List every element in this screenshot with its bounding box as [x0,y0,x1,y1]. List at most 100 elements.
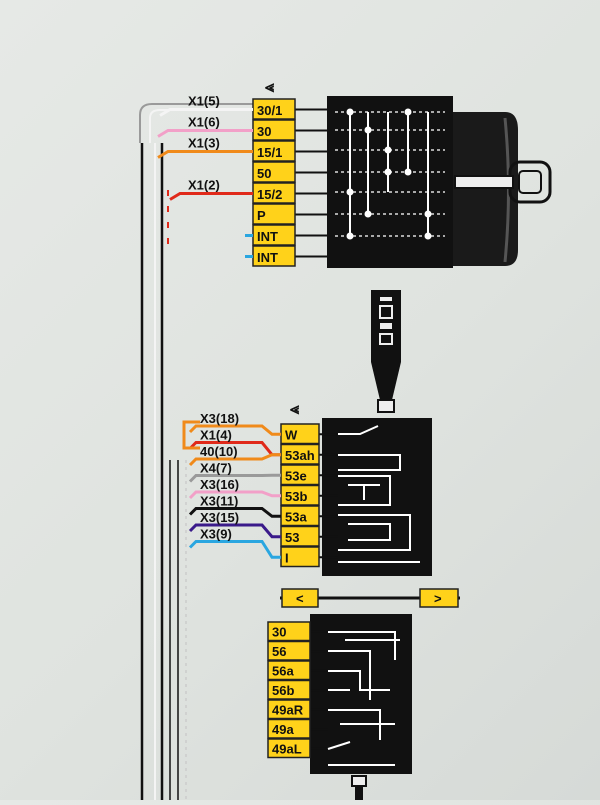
stalk-connector-label: X3(18) [200,411,239,426]
stalk-contact-path [338,475,391,506]
lower-terminal-49al [267,738,311,759]
lower-contacts [310,630,400,766]
stalk-connector-label: X3(16) [200,477,239,492]
ignition-contact-dot [384,146,392,154]
lower-terminal-label: 49aR [272,703,304,718]
key-icon [454,160,552,204]
right-arrow-tag [419,588,459,608]
ignition-contact-dot [424,232,432,240]
lower-terminal-label: 56 [272,644,286,659]
lower-terminal-label: 56b [272,683,294,698]
lower-terminal-30 [267,621,311,642]
stalk-connector-label: X3(11) [200,494,238,509]
ignition-terminal-label: INT [257,250,278,265]
lower-contact-path [328,670,390,691]
ignition-wire-x1-6 [157,129,253,138]
stalk-wire-x3-18 [188,424,281,436]
ignition-contact-dot [364,210,372,218]
ignition-switch: ⪡ 30/1 30 15/1 50 15/2P INT INT X1(5) X1(6) X1(3… [157,79,552,268]
stalk-terminal-label: 53 [285,530,299,545]
lower-terminal-56b [267,679,311,700]
stalk-wire-x3-15 [188,523,281,539]
lower-contact-path [328,709,381,740]
ignition-terminal-p [252,203,296,225]
ignition-contacts [295,108,445,258]
ignition-terminal-label: INT [257,229,278,244]
stalk-connector-label: X3(9) [200,527,232,542]
lower-switch-body [310,614,412,774]
lower-terminal-56 [267,640,311,661]
stalk-wire-x3-9 [188,540,281,559]
ignition-terminal-label: 15/2 [257,187,282,202]
stalk-contact-path [338,514,411,551]
ignition-terminal-label: P [257,208,266,223]
lower-switch: 30 56 56a 56b 49aR 49a 49aL [267,614,412,800]
ignition-wire-x1-5 [159,108,253,117]
stalk-connector-label: X4(7) [200,461,232,476]
ignition-wire-x1-3 [157,150,253,159]
ignition-terminal-label: 30 [257,124,271,139]
lower-contact-path [328,631,396,660]
ignition-contact-dot [404,108,412,116]
ignition-contact-dot [346,108,354,116]
stalk-terminal-label: 53a [285,510,307,525]
stalk-terminal-label: W [285,428,298,443]
stalk-contact-path [348,523,391,541]
vertical-bus-wires [139,103,255,800]
ignition-contact-dot [384,168,392,176]
stalk-symbol: ⪡ [289,401,299,418]
stalk-orange-loop [182,420,200,450]
ignition-wire-x1-2 [169,192,253,201]
ignition-contact-dot [404,168,412,176]
ignition-contact-dot [346,232,354,240]
stalk-contact-path [348,484,380,500]
stalk-contacts [319,425,420,563]
lower-terminal-label: 49aL [272,742,302,757]
lower-terminal-49ar [267,699,311,720]
stalk-terminal-label: 53b [285,489,307,504]
direction-bar: < > [280,588,460,608]
lower-terminal-label: 49a [272,722,294,737]
ignition-connector-label: X1(3) [188,136,220,151]
lower-terminal-56a [267,660,311,681]
stalk-connectors: X3(18)X1(4)40(10)X4(7)X3(16)X3(11)X3(15)… [182,411,281,559]
left-arrow-label: < [296,591,304,606]
ignition-connector-label: X1(5) [188,94,220,109]
ignition-contact-dot [364,126,372,134]
ignition-contact-dot [424,210,432,218]
stalk-connector-label: 40(10) [200,444,238,459]
ignition-connector-label: X1(6) [188,115,220,130]
stalk-wire-40-10 [188,453,281,467]
ignition-switch-body [327,96,453,268]
lower-terminal-block: 30 56 56a 56b 49aR 49a 49aL [267,621,311,759]
ignition-symbol: ⪡ [264,79,274,96]
ignition-terminal-label: 50 [257,166,271,181]
stalk-terminal-label: I [285,551,289,566]
right-arrow-label: > [434,591,442,606]
stalk-contact-path [338,454,401,471]
lower-contact-path [327,741,351,750]
lower-terminal-label: 30 [272,625,286,640]
stalk-wire-x3-16 [188,490,281,500]
lower-terminal-label: 56a [272,664,294,679]
ignition-terminal-50 [252,161,296,183]
stalk-connector-label: X3(15) [200,510,239,525]
stalk-terminal-label: 53ah [285,448,315,463]
ignition-connectors: X1(5) X1(6) X1(3) X1(2) [157,94,253,258]
ignition-terminal-label: 15/1 [257,145,282,160]
stalk-terminal-block: W 53ah 53e 53b 53a 53I [280,423,320,568]
stalk-lever [371,290,401,413]
left-arrow-tag [281,588,319,608]
stalk-contact-path [338,425,379,435]
ignition-terminal-label: 30/1 [257,103,282,118]
stalk-wire-x4-7 [188,473,281,483]
stalk-terminal-label: 53e [285,469,307,484]
stalk-switch-body [322,418,432,576]
stalk-wire-x3-11 [188,507,281,518]
ignition-connector-label: X1(2) [188,178,220,193]
lower-contact-path [328,650,371,700]
ignition-contact-dot [346,188,354,196]
